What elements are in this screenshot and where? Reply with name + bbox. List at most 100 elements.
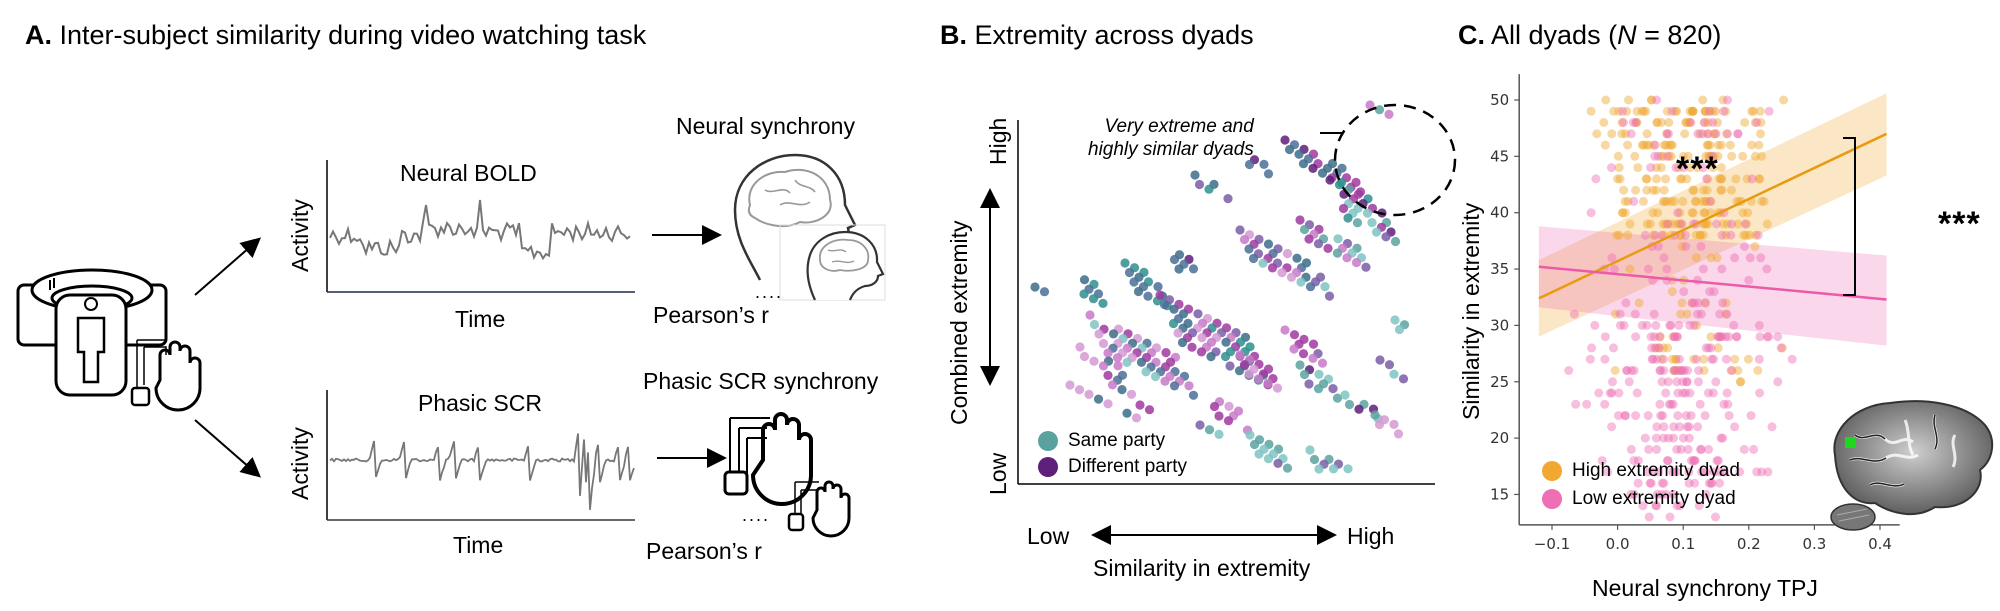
c-point-low	[1724, 332, 1734, 342]
c-point-high	[1698, 196, 1708, 206]
c-point-high	[1700, 196, 1710, 206]
b-dyad-point	[1135, 400, 1145, 410]
c-point-low	[1755, 388, 1765, 398]
panel-c-letter: C.	[1458, 20, 1485, 50]
c-y-tick-label: 50	[1490, 91, 1509, 109]
c-point-high	[1666, 151, 1676, 161]
b-dyad-point	[1190, 170, 1200, 180]
c-y-tick-label: 30	[1490, 316, 1509, 334]
c-point-low	[1672, 332, 1682, 342]
c-point-high	[1716, 185, 1726, 195]
c-point-high	[1641, 174, 1651, 184]
b-dyad-point	[1324, 291, 1335, 301]
c-point-low	[1677, 366, 1687, 375]
c-point-high	[1645, 219, 1655, 229]
c-point-high	[1700, 298, 1710, 308]
c-point-high	[1671, 354, 1681, 364]
c-point-high	[1691, 196, 1700, 206]
b-dyad-point	[1155, 290, 1165, 300]
b-dyad-point	[1249, 439, 1260, 450]
c-point-low	[1683, 366, 1693, 375]
b-dyad-point	[1295, 360, 1305, 370]
c-point-low	[1732, 332, 1742, 342]
c-point-low	[1711, 512, 1720, 522]
c-point-high	[1701, 219, 1711, 229]
c-point-low	[1717, 332, 1727, 342]
c-point-high	[1648, 185, 1658, 195]
c-point-low	[1701, 343, 1711, 353]
c-point-low	[1653, 151, 1663, 161]
b-x-arrow	[1091, 525, 1337, 545]
c-point-low	[1700, 411, 1710, 421]
c-bracket-significance: ***	[1938, 205, 1981, 243]
c-point-low	[1650, 332, 1660, 342]
c-point-low	[1673, 208, 1683, 218]
c-point-high	[1634, 298, 1644, 308]
c-point-low	[1594, 388, 1604, 398]
c-point-high	[1661, 219, 1670, 229]
c-point-high	[1691, 230, 1701, 240]
b-dyad-point	[1352, 218, 1363, 228]
c-point-low	[1655, 399, 1665, 409]
b-dyad-point	[1384, 109, 1394, 119]
arrow-to-bold	[194, 237, 262, 296]
b-dyad-point	[1169, 381, 1180, 391]
b-dyad-point	[1098, 298, 1108, 308]
c-fit-line-low	[1538, 265, 1887, 301]
c-point-low	[1607, 163, 1616, 173]
c-point-low	[1631, 411, 1641, 421]
c-point-high	[1624, 95, 1633, 105]
b-annotation-line-2: highly similar dyads	[1088, 139, 1254, 160]
b-dyad-point	[1088, 294, 1099, 304]
c-point-low	[1662, 264, 1672, 274]
c-point-low	[1652, 354, 1662, 364]
c-point-high	[1722, 129, 1731, 139]
c-legend-label-high: High extremity dyad	[1572, 460, 1740, 481]
c-point-high	[1659, 185, 1669, 195]
c-point-high	[1706, 151, 1716, 161]
c-point-high	[1759, 196, 1769, 206]
c-point-high	[1750, 118, 1760, 127]
c-point-low	[1659, 354, 1668, 364]
c-point-high	[1664, 140, 1674, 150]
c-point-low	[1614, 388, 1624, 398]
legend-swatch-low-extremity	[1542, 489, 1562, 509]
c-point-low	[1586, 208, 1596, 218]
c-point-high	[1642, 140, 1652, 150]
c-point-low	[1675, 422, 1685, 432]
panel-c-title-n: N	[1617, 20, 1637, 50]
neural-sync-ellipsis: ....	[755, 282, 784, 302]
c-point-low	[1629, 196, 1639, 206]
c-point-high	[1644, 140, 1654, 150]
c-point-high	[1688, 208, 1698, 218]
c-point-low	[1755, 332, 1765, 342]
c-point-low	[1640, 230, 1650, 240]
c-point-low	[1684, 467, 1694, 477]
c-point-high	[1750, 151, 1760, 161]
b-dyad-point	[1126, 389, 1137, 399]
c-point-low	[1600, 354, 1610, 364]
c-point-high	[1677, 174, 1687, 184]
c-point-high	[1688, 185, 1698, 195]
b-dyad-point	[1117, 385, 1127, 395]
head-brain-icon	[733, 153, 886, 301]
c-point-low	[1653, 242, 1663, 251]
c-point-low	[1733, 129, 1743, 139]
c-point-high	[1747, 140, 1757, 150]
c-point-high	[1642, 219, 1652, 229]
b-dyad-point	[1122, 357, 1132, 367]
c-point-low	[1607, 388, 1617, 398]
b-legend-label-different: Different party	[1068, 456, 1187, 477]
c-point-high	[1655, 332, 1665, 342]
c-point-high	[1687, 208, 1697, 218]
c-point-high	[1706, 253, 1716, 263]
c-point-low	[1706, 478, 1716, 488]
c-point-high	[1611, 309, 1621, 319]
c-point-low	[1668, 467, 1677, 477]
c-point-low	[1753, 230, 1763, 240]
b-dyad-point	[1294, 149, 1304, 159]
c-point-high	[1656, 151, 1666, 161]
c-point-low	[1590, 320, 1600, 330]
c-point-low	[1720, 467, 1730, 477]
c-point-low	[1652, 444, 1662, 454]
